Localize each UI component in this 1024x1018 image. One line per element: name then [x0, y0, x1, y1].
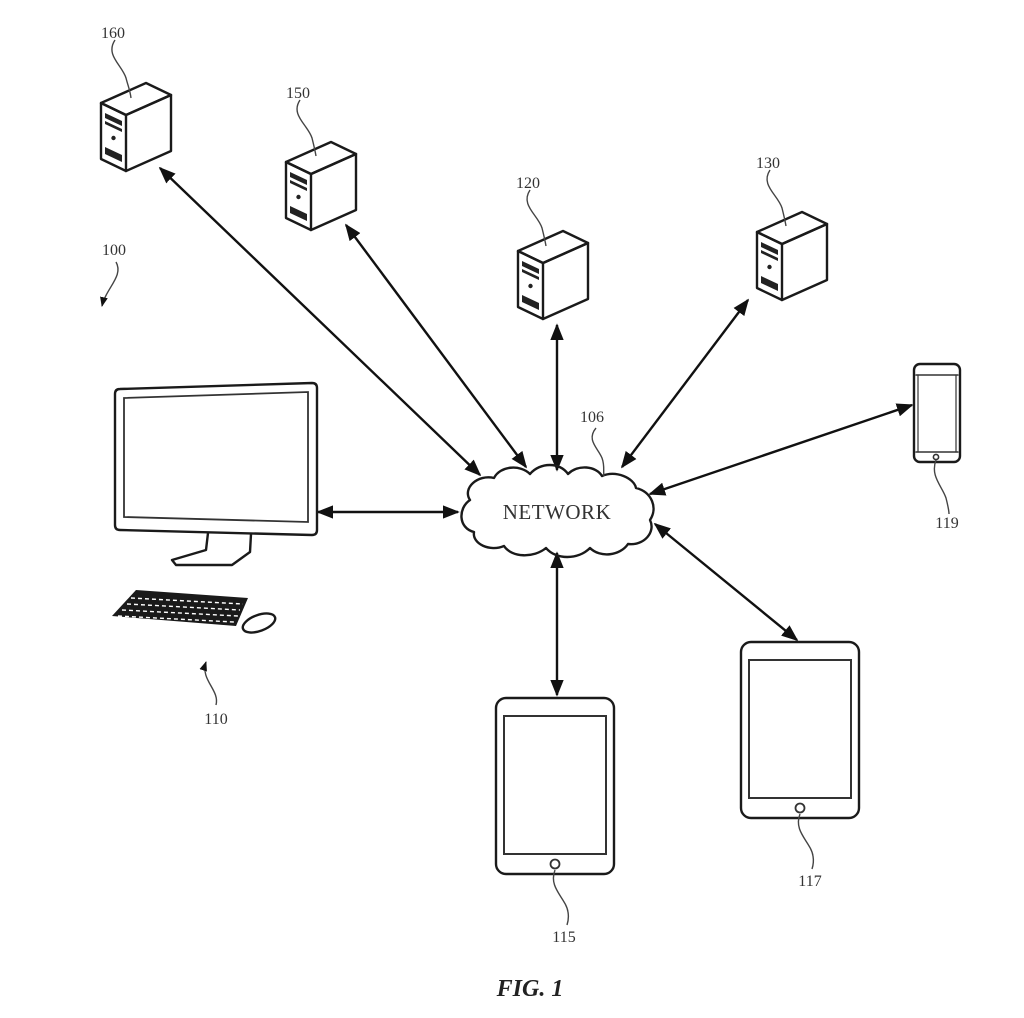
network-label: NETWORK [503, 500, 611, 524]
server-130-leader [766, 169, 787, 227]
network-ref: 106 [580, 409, 604, 426]
phone-119-ref: 119 [935, 515, 958, 532]
system-ref-arrow [100, 261, 119, 307]
system-ref-label: 100 [102, 242, 126, 259]
server-icon [516, 229, 590, 321]
server-120-leader [526, 189, 547, 247]
network-ref-leader [591, 427, 605, 477]
network-cloud: NETWORK 106 [460, 409, 655, 559]
phone-119: 119 [912, 362, 962, 532]
server-150-ref: 150 [286, 85, 310, 102]
server-160-ref: 160 [101, 25, 125, 42]
monitor-icon [113, 381, 319, 567]
desktop-110: 110 [112, 381, 319, 728]
server-130-ref: 130 [756, 155, 780, 172]
server-150-leader [296, 99, 317, 157]
system-ref: 100 [100, 242, 126, 307]
link-server-130 [620, 298, 750, 469]
desktop-110-leader [199, 661, 218, 706]
tablet-icon [494, 696, 616, 876]
server-icon [99, 81, 173, 173]
server-icon [284, 140, 358, 232]
tablet-115-ref: 115 [552, 929, 575, 946]
server-icon [755, 210, 829, 302]
server-120-ref: 120 [516, 175, 540, 192]
connection-links [158, 166, 914, 697]
smartphone-icon [912, 362, 962, 464]
cloud-icon [460, 463, 655, 559]
server-150: 150 [284, 85, 358, 232]
server-120: 120 [516, 175, 590, 321]
mouse-icon [241, 612, 277, 634]
tablet-115-leader [552, 869, 570, 926]
server-130: 130 [755, 155, 829, 302]
tablet-117-leader [797, 813, 815, 870]
tablet-115: 115 [494, 696, 616, 946]
desktop-110-ref: 110 [204, 711, 227, 728]
server-160-leader [111, 39, 132, 99]
tablet-icon [739, 640, 861, 820]
link-phone-119 [648, 403, 914, 496]
server-160: 160 [99, 25, 173, 173]
link-server-160 [158, 166, 482, 477]
link-server-150 [344, 223, 528, 469]
tablet-117: 117 [739, 640, 861, 890]
tablet-117-ref: 117 [798, 873, 821, 890]
keyboard-icon [112, 590, 248, 626]
figure-caption: FIG. 1 [496, 976, 564, 1002]
phone-119-leader [933, 459, 950, 515]
link-tablet-117 [653, 522, 799, 642]
